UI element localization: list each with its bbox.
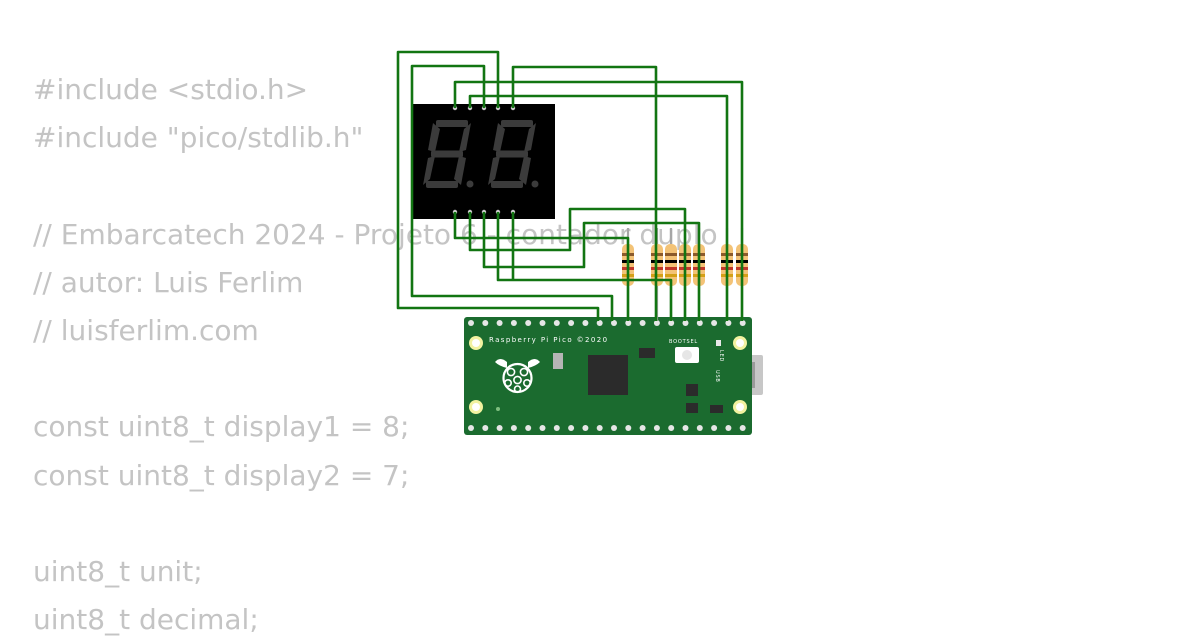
usb-label: USB	[714, 370, 720, 383]
gpio-pin[interactable]	[568, 320, 575, 326]
gpio-pin[interactable]	[553, 425, 560, 431]
wires	[396, 50, 744, 321]
gpio-pin[interactable]	[725, 320, 732, 326]
gpio-pin[interactable]	[696, 320, 703, 326]
code-line: // Embarcatech 2024 - Projeto 6 - contad…	[33, 217, 718, 251]
component	[710, 405, 723, 413]
led-label: LED	[718, 350, 724, 362]
gpio-pin[interactable]	[711, 320, 718, 326]
gpio-pin[interactable]	[596, 425, 603, 431]
gpio-pin[interactable]	[510, 425, 517, 431]
seven-segment-digit	[423, 120, 474, 188]
gpio-pin[interactable]	[739, 320, 746, 326]
gpio-pin[interactable]	[682, 425, 689, 431]
component	[686, 403, 698, 413]
gpio-pin[interactable]	[582, 320, 589, 326]
raspberry-pi-pico-board[interactable]: Raspberry Pi Pico ©2020 BOOTSEL LED USB	[464, 317, 763, 435]
component	[639, 348, 655, 358]
gpio-pin[interactable]	[568, 425, 575, 431]
board-name-label: Raspberry Pi Pico ©2020	[489, 336, 608, 344]
code-line: #include "pico/stdlib.h"	[33, 121, 364, 155]
gpio-pin-headers	[468, 320, 746, 431]
gpio-pin[interactable]	[482, 320, 489, 326]
gpio-pin[interactable]	[668, 425, 675, 431]
gpio-pin[interactable]	[525, 320, 532, 326]
wire[interactable]	[410, 64, 614, 321]
rp2040-chip	[588, 355, 628, 395]
gpio-pin[interactable]	[653, 425, 660, 431]
gpio-pin[interactable]	[696, 425, 703, 431]
wire[interactable]	[396, 50, 600, 321]
wire[interactable]	[511, 65, 658, 321]
gpio-pin[interactable]	[510, 320, 517, 326]
wire[interactable]	[496, 212, 673, 321]
gpio-pin[interactable]	[625, 425, 632, 431]
bootsel-label: BOOTSEL	[669, 339, 698, 345]
gpio-pin[interactable]	[611, 425, 617, 431]
gpio-pin[interactable]	[739, 425, 746, 431]
gpio-pin[interactable]	[496, 320, 503, 326]
resistor[interactable]	[665, 228, 677, 321]
gpio-pin[interactable]	[725, 425, 732, 431]
code-line: #include <stdio.h>	[33, 73, 309, 106]
flash-chip	[553, 353, 563, 369]
gpio-pin[interactable]	[611, 320, 617, 326]
component	[686, 384, 698, 396]
gpio-pin[interactable]	[639, 320, 646, 326]
wire[interactable]	[468, 207, 687, 321]
gpio-pin[interactable]	[482, 425, 489, 431]
gpio-pin[interactable]	[468, 320, 474, 326]
gpio-pin[interactable]	[639, 425, 646, 431]
code-line: const uint8_t display1 = 8;	[33, 410, 410, 444]
gpio-pin[interactable]	[468, 425, 474, 431]
gpio-pin[interactable]	[625, 320, 632, 326]
gpio-pin[interactable]	[496, 425, 503, 431]
code-line: const uint8_t display2 = 7;	[33, 458, 410, 492]
raspberry-logo-icon	[495, 359, 540, 394]
test-point	[496, 407, 500, 411]
seven-segment-digit	[488, 120, 539, 188]
gpio-pin[interactable]	[525, 425, 532, 431]
gpio-pin[interactable]	[539, 320, 546, 326]
gpio-pin[interactable]	[596, 320, 603, 326]
gpio-pin[interactable]	[653, 320, 660, 326]
gpio-pin[interactable]	[582, 425, 589, 431]
wire[interactable]	[468, 94, 729, 321]
gpio-pin[interactable]	[539, 425, 546, 431]
led-indicator	[716, 340, 721, 346]
wire[interactable]	[453, 80, 744, 321]
gpio-pin[interactable]	[668, 320, 675, 326]
gpio-pin[interactable]	[711, 425, 718, 431]
code-line: // luisferlim.com	[33, 313, 259, 347]
code-line: uint8_t unit;	[33, 554, 203, 588]
gpio-pin[interactable]	[682, 320, 689, 326]
wire[interactable]	[482, 212, 701, 321]
code-line: // autor: Luis Ferlim	[33, 265, 304, 299]
gpio-pin[interactable]	[553, 320, 560, 326]
circuit-diagram: Raspberry Pi Pico ©2020 BOOTSEL LED USB	[396, 50, 763, 435]
seven-segment-display[interactable]	[412, 104, 555, 219]
display-digits	[423, 120, 539, 188]
